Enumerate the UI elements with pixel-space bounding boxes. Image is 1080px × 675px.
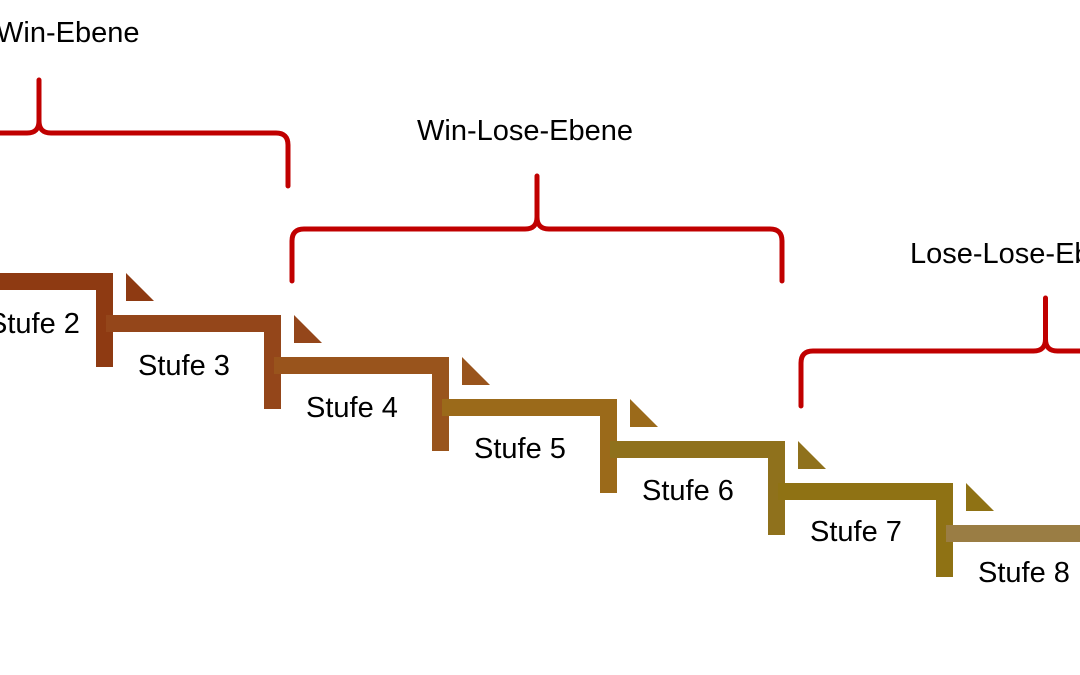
step-label-stufe-8: Stufe 8 xyxy=(978,557,1070,589)
step-fold-triangle xyxy=(630,399,658,427)
step-shape xyxy=(610,441,826,535)
step-shape xyxy=(442,399,658,493)
step-label-stufe-6: Stufe 6 xyxy=(642,475,734,507)
step-label-stufe-3: Stufe 3 xyxy=(138,350,230,382)
step-bar xyxy=(106,315,281,332)
step-leg xyxy=(936,483,953,577)
step-fold-triangle xyxy=(966,483,994,511)
bracket-win-lose xyxy=(289,173,785,284)
step-bar xyxy=(778,483,953,500)
step-label-stufe-5: Stufe 5 xyxy=(474,433,566,465)
bracket-win xyxy=(0,77,291,189)
step-shape xyxy=(946,525,1080,542)
bracket-lose-lose xyxy=(798,295,1080,409)
step-bar xyxy=(442,399,617,416)
step-fold-triangle xyxy=(294,315,322,343)
step-leg xyxy=(264,315,281,409)
step-fold-triangle xyxy=(798,441,826,469)
step-leg xyxy=(432,357,449,451)
step-leg xyxy=(96,273,113,367)
step-bar xyxy=(274,357,449,374)
step-shape xyxy=(0,273,154,367)
step-fold-triangle xyxy=(126,273,154,301)
step-shape xyxy=(106,315,322,409)
step-leg xyxy=(768,441,785,535)
step-shape xyxy=(778,483,994,577)
level-label-lose-lose: Lose-Lose-Ebene xyxy=(910,238,1080,270)
step-bar xyxy=(0,273,113,290)
step-label-stufe-4: Stufe 4 xyxy=(306,392,398,424)
step-bar xyxy=(610,441,785,458)
step-label-stufe-7: Stufe 7 xyxy=(810,516,902,548)
step-shape xyxy=(274,357,490,451)
brackets-layer xyxy=(0,77,1080,409)
level-label-win: Win-Ebene xyxy=(0,17,139,49)
step-label-stufe-2: Stufe 2 xyxy=(0,308,80,340)
level-label-win-lose: Win-Lose-Ebene xyxy=(417,115,633,147)
steps-layer xyxy=(0,273,1080,577)
step-leg xyxy=(600,399,617,493)
step-fold-triangle xyxy=(462,357,490,385)
labels-layer: Stufe 2 Stufe 3 Stufe 4 Stufe 5 Stufe 6 … xyxy=(0,17,1080,589)
step-bar xyxy=(946,525,1080,542)
